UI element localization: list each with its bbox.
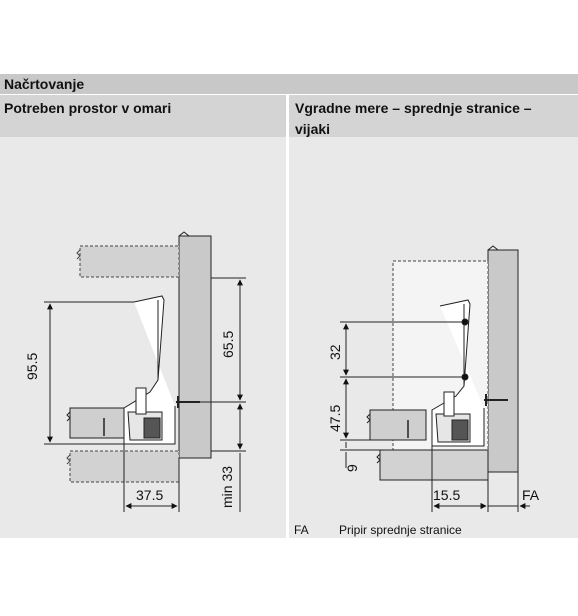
legend-desc: Pripir sprednje stranice (339, 523, 462, 537)
upper-drawer-outline (79, 245, 180, 278)
dim-fa: FA (522, 487, 540, 503)
left-drawing (44, 231, 246, 512)
left-panel-title: Potreben prostor v omari (4, 100, 172, 116)
cabinet-side-right (487, 249, 519, 473)
section-title-bar: Načrtovanje (0, 74, 578, 94)
screw-hole-upper (461, 318, 469, 326)
section-title: Načrtovanje (4, 76, 85, 92)
right-panel-header: Vgradne mere – sprednje stranice – vijak… (289, 95, 578, 137)
legend-abbr: FA (294, 523, 309, 537)
dim-47-5: 47.5 (327, 405, 343, 432)
drawer-bottom (379, 449, 489, 481)
left-footer (0, 522, 286, 538)
dim-65-5: 65.5 (220, 331, 236, 358)
screw-hole-lower (461, 373, 469, 381)
drawer-front (69, 407, 125, 439)
dim-9: 9 (344, 464, 360, 472)
right-drawing (340, 245, 530, 512)
left-panel-header: Potreben prostor v omari (0, 95, 286, 137)
dim-32: 32 (327, 344, 343, 360)
right-footer: FA Pripir sprednje stranice (289, 522, 578, 538)
dim-37-5: 37.5 (136, 487, 163, 503)
dim-min-33: min 33 (219, 466, 235, 508)
dim-95-5: 95.5 (24, 353, 40, 380)
right-panel-title: Vgradne mere – sprednje stranice – vijak… (295, 100, 532, 137)
drawer-front-right (369, 409, 427, 441)
cabinet-side (178, 235, 212, 459)
dim-15-5: 15.5 (433, 487, 460, 503)
